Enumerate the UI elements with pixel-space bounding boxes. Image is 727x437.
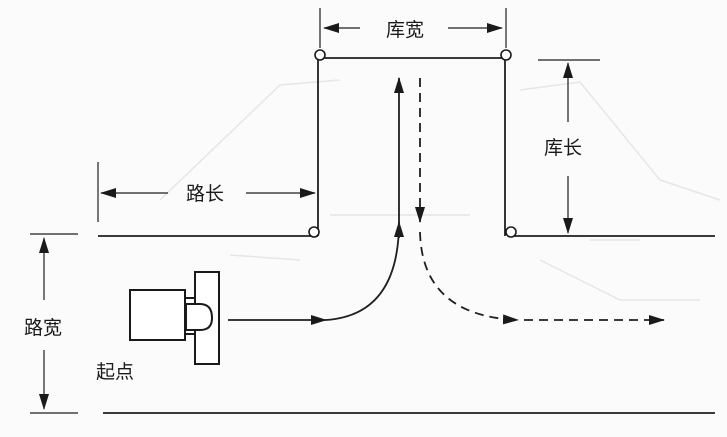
- post-top-right: [500, 49, 512, 61]
- car-icon: [129, 271, 220, 365]
- post-bottom-left: [308, 226, 320, 238]
- road-length-dimension: [97, 162, 316, 222]
- garage-width-label: 库宽: [386, 19, 424, 41]
- garage-width-dimension: [319, 8, 507, 48]
- garage-length-dimension: [538, 59, 600, 234]
- garage-length-label: 库长: [544, 137, 582, 159]
- start-point-label: 起点: [96, 361, 134, 383]
- background-ghost-lines: [159, 79, 721, 301]
- post-top-left: [314, 49, 326, 61]
- road-width-dimension: [30, 233, 78, 414]
- dashed-path-curve: [419, 231, 519, 325]
- road-length-label: 路长: [186, 183, 224, 205]
- solid-path-curve: [325, 221, 404, 321]
- post-bottom-right: [505, 226, 517, 238]
- road-width-label: 路宽: [24, 317, 62, 339]
